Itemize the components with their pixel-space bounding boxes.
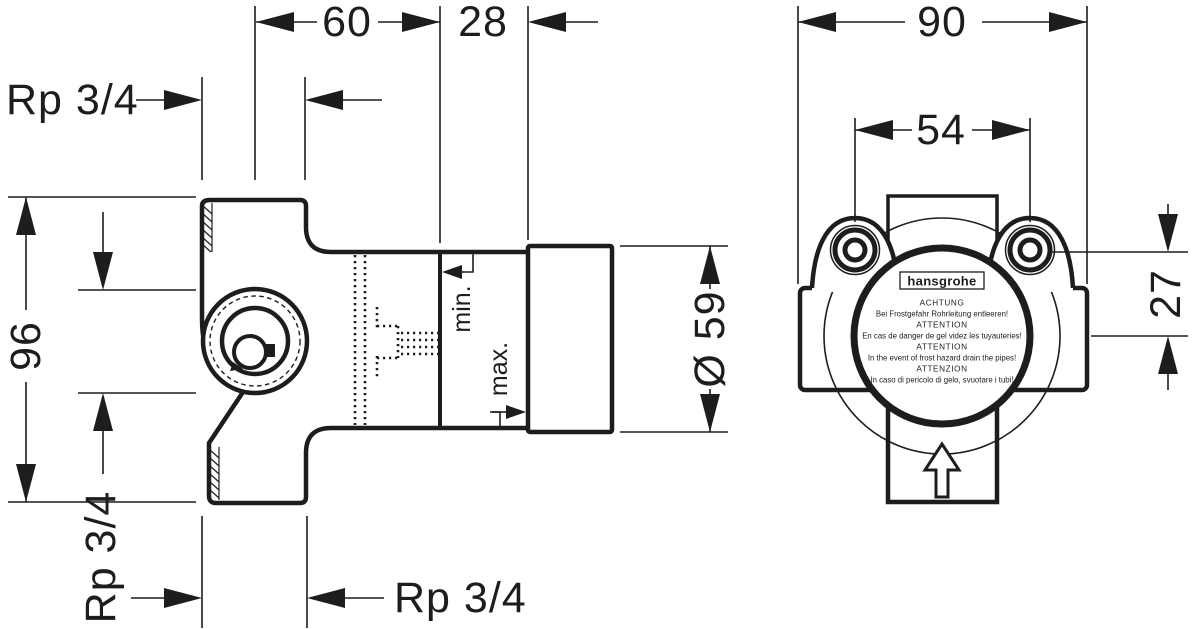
- bottom-port-thread-callout: Rp 3/4: [131, 516, 527, 628]
- min-depth-callout: min.: [442, 253, 476, 333]
- dim-90-value: 90: [917, 0, 967, 46]
- dimension-27: 27: [1050, 204, 1190, 390]
- dimension-60: 60: [254, 0, 441, 243]
- leader-arrow-icon: [164, 588, 202, 608]
- section-hatch-top-left: [201, 203, 213, 253]
- min-arrow-icon: [442, 265, 462, 279]
- leader-arrow-icon: [307, 588, 345, 608]
- dim-96-value: 96: [2, 321, 50, 371]
- dim-arrow-icon: [402, 12, 440, 32]
- dim-arrow-icon: [256, 12, 294, 32]
- dim-arrow-icon: [798, 12, 836, 32]
- front-view: hansgrohe ACHTUNG Bei Frostgefahr Rohrle…: [797, 0, 1190, 505]
- dimension-90: 90: [797, 0, 1088, 284]
- warning-line: Bei Frostgefahr Rohrleitung entleeren!: [876, 310, 1008, 319]
- warning-line: ATTENTION: [916, 343, 967, 352]
- side-port-thread-label: Rp 3/4: [77, 491, 125, 624]
- dim-arrow-icon: [1158, 336, 1178, 374]
- side-port-boss: [200, 286, 310, 396]
- side-port-dashed-circle: [209, 295, 301, 387]
- valve-stem-tab: [264, 344, 275, 357]
- dim-27-value: 27: [1142, 269, 1190, 319]
- max-label: max.: [485, 342, 513, 396]
- dim-arrow-icon: [700, 246, 720, 284]
- dim-arrow-icon: [16, 197, 36, 235]
- warning-line: En cas de danger de gel videz les tuyaut…: [862, 332, 1022, 341]
- dim-arrow-icon: [1158, 214, 1178, 252]
- left-side-view: min. max. 60 28: [2, 0, 734, 628]
- leader-arrow-icon: [305, 90, 343, 110]
- dim-54-value: 54: [916, 106, 966, 154]
- frost-warning-text: ACHTUNG Bei Frostgefahr Rohrleitung entl…: [862, 299, 1022, 385]
- valve-stem-notch: [230, 362, 243, 371]
- max-depth-callout: max.: [485, 342, 526, 426]
- flow-direction-arrow-icon: [922, 441, 962, 499]
- dimension-96: 96: [2, 196, 196, 503]
- hidden-cartridge-dotted-lines: [353, 255, 438, 425]
- brand-plate: hansgrohe: [899, 271, 985, 290]
- dimension-diameter-59: Ø 59: [620, 245, 734, 433]
- dim-arrow-icon: [93, 252, 113, 290]
- dim-60-value: 60: [322, 0, 372, 46]
- valve-stem-circle: [232, 334, 268, 370]
- top-port-thread-label: Rp 3/4: [6, 76, 139, 124]
- warning-line: ATTENTION: [916, 321, 967, 330]
- front-sleeve: [525, 243, 615, 435]
- top-port-thread-callout: Rp 3/4: [6, 76, 382, 180]
- brand-label: hansgrohe: [907, 274, 976, 289]
- max-arrow-icon: [506, 405, 526, 419]
- warning-line: ATTENZION: [916, 365, 967, 374]
- left-screw-hole: [829, 224, 881, 276]
- dim-diameter-value: Ø 59: [686, 290, 734, 387]
- dim-28-value: 28: [458, 0, 508, 46]
- warning-line: In caso di pericolo di gelo, svuotare i …: [870, 376, 1013, 385]
- leader-arrow-icon: [164, 90, 202, 110]
- dim-arrow-icon: [528, 12, 566, 32]
- right-screw-hole: [1004, 224, 1056, 276]
- warning-line: In the event of frost hazard drain the p…: [868, 354, 1016, 363]
- side-port-thread-callout: Rp 3/4: [77, 212, 196, 623]
- bottom-port-thread-label: Rp 3/4: [394, 574, 527, 622]
- dim-arrow-icon: [1049, 12, 1087, 32]
- dim-arrow-icon: [16, 464, 36, 502]
- min-label: min.: [448, 285, 476, 332]
- dim-arrow-icon: [93, 393, 113, 431]
- dim-arrow-icon: [992, 120, 1030, 140]
- warning-line: ACHTUNG: [920, 299, 965, 308]
- protection-cap-circle: [850, 244, 1034, 428]
- section-hatch-bottom-left: [208, 447, 220, 500]
- dimension-54: 54: [854, 106, 1031, 222]
- dim-arrow-icon: [700, 394, 720, 432]
- dim-arrow-icon: [855, 120, 893, 140]
- dimension-28: 28: [458, 0, 598, 240]
